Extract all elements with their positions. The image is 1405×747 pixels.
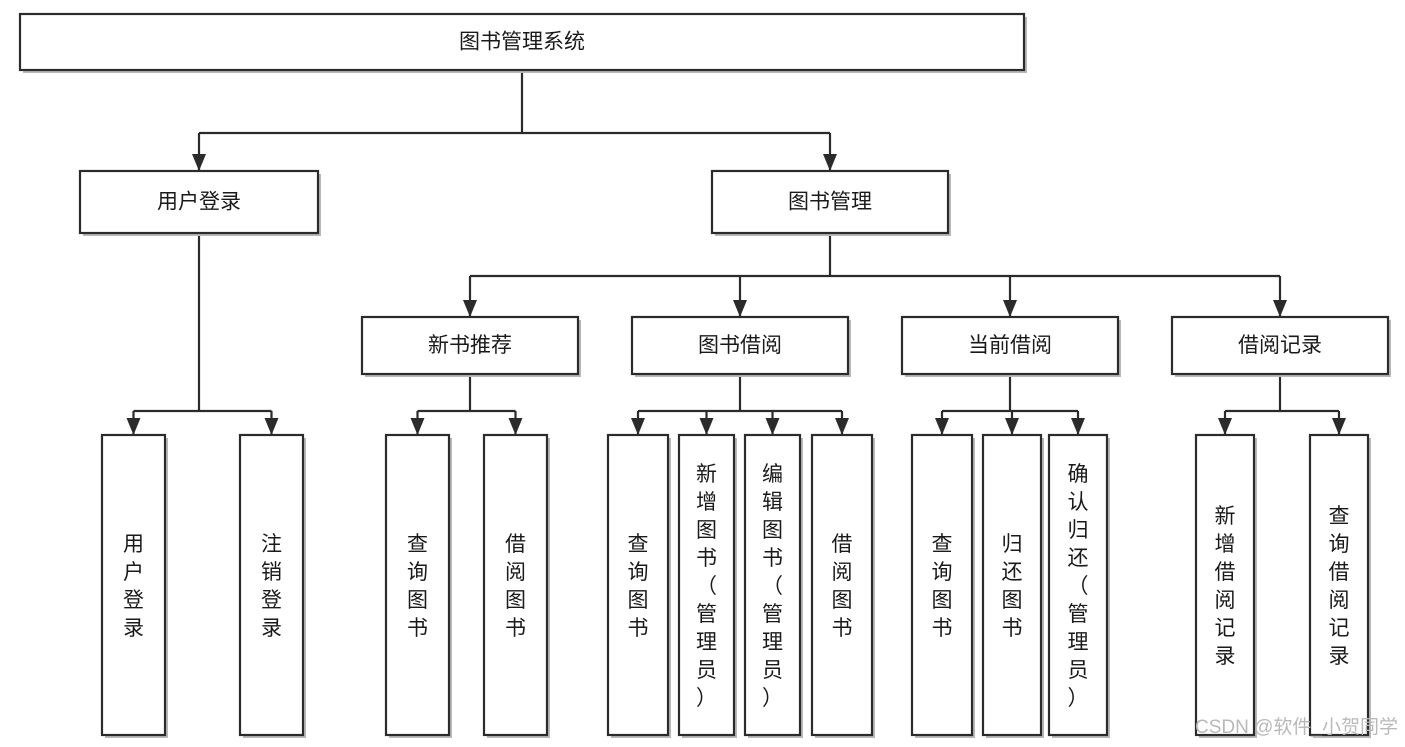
node-book-management[interactable]: 图书管理 xyxy=(710,169,951,236)
node-label-current-borrow: 当前借阅 xyxy=(968,334,1052,357)
node-rect[interactable] xyxy=(1170,315,1390,376)
node-leaf-query-book-current[interactable]: 查询图书 xyxy=(910,433,975,738)
node-rect[interactable] xyxy=(78,169,320,235)
bookmgmt-to-level3-arrow-2 xyxy=(1003,300,1017,317)
node-leaf-edit-book-admin[interactable]: 编辑图书（管理员） xyxy=(743,433,803,738)
node-leaf-query-borrow-record[interactable]: 查询借阅记录 xyxy=(1308,433,1371,738)
book-borrow-to-leaves-arrow-2 xyxy=(765,418,780,435)
bookmgmt-to-level3-arrow-3 xyxy=(1273,300,1287,317)
node-leaf-add-borrow-record[interactable]: 新增借阅记录 xyxy=(1194,433,1257,738)
borrow-record-to-leaves-arrow-1 xyxy=(1332,418,1346,435)
node-rect[interactable] xyxy=(677,433,736,737)
book-borrow-to-leaves-arrow-1 xyxy=(699,418,714,435)
node-label-book-borrow: 图书借阅 xyxy=(698,334,782,357)
node-leaf-confirm-return-admin[interactable]: 确认归还（管理员） xyxy=(1047,433,1110,738)
node-leaf-add-book-admin[interactable]: 新增图书（管理员） xyxy=(677,433,737,738)
node-current-borrow[interactable]: 当前借阅 xyxy=(900,315,1121,377)
node-rect[interactable] xyxy=(910,433,974,737)
node-label-leaf-add-borrow-record: 新增借阅记录 xyxy=(1215,505,1236,668)
node-rect[interactable] xyxy=(18,12,1026,72)
borrow-record-to-leaves-arrow-0 xyxy=(1218,418,1232,435)
node-rect[interactable] xyxy=(710,169,950,235)
node-label-root: 图书管理系统 xyxy=(459,31,585,54)
node-borrow-record[interactable]: 借阅记录 xyxy=(1170,315,1391,377)
node-new-book-recommend[interactable]: 新书推荐 xyxy=(360,315,581,377)
node-label-leaf-query-borrow-record: 查询借阅记录 xyxy=(1329,505,1350,668)
root-to-level2-arrow-1 xyxy=(823,154,837,171)
book-borrow-to-leaves-arrow-0 xyxy=(631,418,645,435)
node-leaf-return-book[interactable]: 归还图书 xyxy=(981,433,1044,738)
node-rect[interactable] xyxy=(1194,433,1256,737)
node-rect[interactable] xyxy=(981,433,1043,737)
user-login-to-leaves-arrow-0 xyxy=(126,418,141,435)
node-label-leaf-query-book-borrow: 查询图书 xyxy=(628,533,649,640)
node-leaf-user-login[interactable]: 用户登录 xyxy=(100,433,168,738)
bookmgmt-to-level3-arrow-1 xyxy=(733,300,747,317)
node-rect[interactable] xyxy=(360,315,580,376)
node-label-leaf-edit-book-admin: 编辑图书（管理员） xyxy=(762,463,783,710)
new-book-recommend-to-leaves-arrow-1 xyxy=(508,418,523,435)
node-rect[interactable] xyxy=(810,433,874,737)
new-book-recommend-to-leaves-arrow-0 xyxy=(410,418,425,435)
node-label-leaf-user-login: 用户登录 xyxy=(123,533,144,640)
node-label-borrow-record: 借阅记录 xyxy=(1238,334,1322,357)
current-borrow-to-leaves-arrow-0 xyxy=(935,418,949,435)
node-rect[interactable] xyxy=(482,433,549,737)
node-label-leaf-query-book-current: 查询图书 xyxy=(932,533,953,640)
node-label-leaf-query-book-recommend: 查询图书 xyxy=(407,533,428,640)
node-rect[interactable] xyxy=(1047,433,1109,737)
node-label-new-book-recommend: 新书推荐 xyxy=(428,334,512,357)
current-borrow-to-leaves-arrow-2 xyxy=(1071,418,1085,435)
node-label-user-login: 用户登录 xyxy=(157,191,241,214)
node-label-leaf-borrow-book: 借阅图书 xyxy=(832,533,853,640)
node-rect[interactable] xyxy=(1308,433,1370,737)
node-leaf-borrow-book[interactable]: 借阅图书 xyxy=(810,433,875,738)
node-label-leaf-borrow-book-recommend: 借阅图书 xyxy=(505,533,526,640)
node-leaf-query-book-borrow[interactable]: 查询图书 xyxy=(606,433,671,738)
node-leaf-logout-login[interactable]: 注销登录 xyxy=(238,433,306,738)
book-borrow-to-leaves-arrow-3 xyxy=(835,418,849,435)
node-root[interactable]: 图书管理系统 xyxy=(18,12,1027,73)
node-label-leaf-confirm-return-admin: 确认归还（管理员） xyxy=(1068,463,1089,710)
node-rect[interactable] xyxy=(100,433,167,737)
node-layer: 图书管理系统用户登录图书管理新书推荐图书借阅当前借阅借阅记录用户登录注销登录查询… xyxy=(18,12,1391,738)
node-leaf-query-book-recommend[interactable]: 查询图书 xyxy=(384,433,452,738)
node-leaf-borrow-book-recommend[interactable]: 借阅图书 xyxy=(482,433,550,738)
bookmgmt-to-level3-arrow-0 xyxy=(463,300,477,317)
node-label-leaf-add-book-admin: 新增图书（管理员） xyxy=(696,463,717,710)
node-book-borrow[interactable]: 图书借阅 xyxy=(630,315,851,377)
node-rect[interactable] xyxy=(743,433,802,737)
user-login-to-leaves-arrow-1 xyxy=(264,418,279,435)
root-to-level2-arrow-0 xyxy=(192,154,206,171)
node-user-login[interactable]: 用户登录 xyxy=(78,169,321,236)
connector-layer xyxy=(126,70,1346,435)
node-rect[interactable] xyxy=(384,433,451,737)
node-label-leaf-return-book: 归还图书 xyxy=(1002,533,1023,640)
node-rect[interactable] xyxy=(900,315,1120,376)
node-rect[interactable] xyxy=(606,433,670,737)
node-label-book-management: 图书管理 xyxy=(788,191,872,214)
current-borrow-to-leaves-arrow-1 xyxy=(1005,418,1019,435)
node-rect[interactable] xyxy=(238,433,305,737)
node-rect[interactable] xyxy=(630,315,850,376)
csdn-watermark: CSDN @软件_小贺同学 xyxy=(1195,716,1398,738)
node-label-leaf-logout-login: 注销登录 xyxy=(261,533,282,640)
